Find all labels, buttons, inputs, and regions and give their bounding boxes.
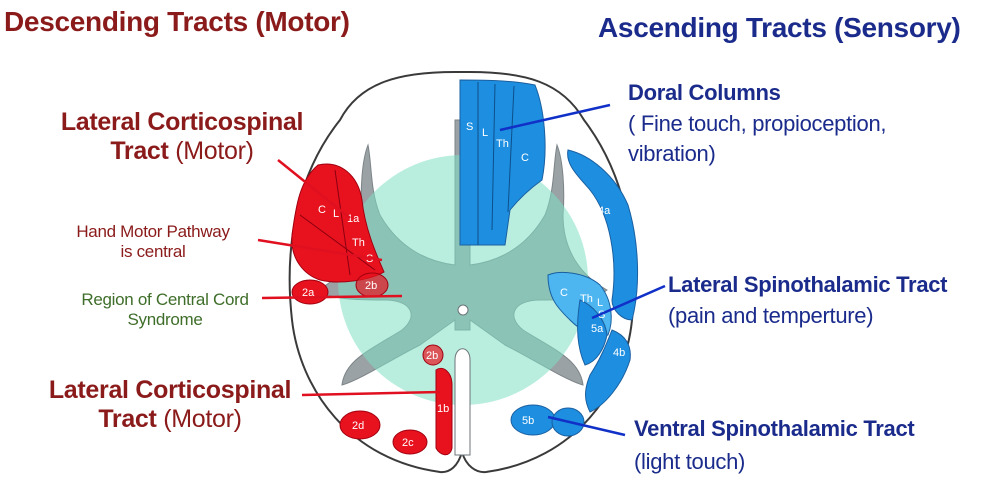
central-cord-syndrome-region	[338, 155, 588, 405]
code-lat-c: C	[560, 287, 568, 299]
label-lateral-spinothalamic: Lateral Spinothalamic Tract (pain and te…	[668, 272, 948, 329]
label-hand-line2: is central	[120, 241, 186, 261]
label-lateral-corticospinal-top: Lateral Corticospinal Tract (Motor)	[52, 108, 312, 166]
dorsal-columns-divider-2	[491, 83, 496, 231]
label-hand-motor-pathway: Hand Motor Pathway is central	[68, 222, 238, 261]
label-region-line2: Syndrome	[127, 309, 203, 329]
leader-ventral-spinothalamic	[547, 415, 626, 437]
label-lct-top-line2: Tract (Motor)	[52, 137, 312, 166]
tract-2b-lower	[422, 344, 444, 366]
tract-5a	[577, 299, 608, 366]
label-central-cord-region: Region of Central Cord Syndrome	[72, 290, 258, 329]
label-lct-top-motor: (Motor)	[168, 136, 254, 165]
dorsal-columns-tract	[459, 79, 546, 246]
label-lateral-st-title: Lateral Spinothalamic Tract	[668, 272, 948, 297]
label-dorsal-title: Doral Columns	[628, 80, 781, 105]
label-lct-bottom-motor: (Motor)	[156, 404, 242, 433]
label-lct-bottom-line1: Lateral Corticospinal	[48, 376, 292, 404]
label-lateral-corticospinal-bottom: Lateral Corticospinal Tract (Motor)	[40, 376, 300, 434]
label-region-line1: Region of Central Cord	[81, 290, 249, 309]
leader-lateral-spinothalamic	[591, 284, 666, 320]
code-lat-th: Th	[580, 293, 593, 305]
label-dorsal-line1: ( Fine touch, propioception,	[628, 111, 887, 137]
code-4b: 4b	[613, 347, 625, 359]
code-2d: 2d	[352, 420, 364, 432]
anterior-median-fissure	[454, 348, 471, 456]
code-4a: 4a	[598, 205, 611, 217]
code-dorsal-l: L	[482, 127, 488, 139]
label-lct-bottom-tract: Tract	[98, 404, 157, 433]
motor-divider-2	[334, 169, 351, 276]
code-red-c: C	[318, 204, 326, 216]
label-lct-bottom-line2: Tract (Motor)	[40, 405, 300, 434]
ascending-tracts-header: Ascending Tracts (Sensory)	[598, 12, 961, 43]
tract-2d	[339, 410, 381, 440]
label-ventral-spinothalamic: Ventral Spinothalamic Tract (light touch…	[634, 416, 915, 475]
code-5b: 5b	[522, 415, 534, 427]
code-dorsal-c: C	[521, 152, 529, 164]
dorsal-columns-divider-3	[507, 85, 515, 213]
label-lct-top-tract: Tract	[110, 136, 169, 165]
leader-dorsal-columns	[499, 103, 611, 132]
code-1b: 1b	[437, 403, 449, 415]
code-5a: 5a	[591, 323, 604, 335]
code-2a: 2a	[302, 287, 315, 299]
code-2b-upper: 2b	[365, 280, 377, 292]
leader-lct-top	[277, 159, 351, 219]
tract-1b	[435, 367, 453, 456]
tract-2c	[392, 429, 428, 455]
label-ventral-st-title: Ventral Spinothalamic Tract	[634, 416, 915, 441]
code-red-th: Th	[352, 237, 365, 249]
label-hand-line1: Hand Motor Pathway	[76, 222, 230, 241]
code-lat-l: L	[597, 297, 603, 309]
code-2b-lower: 2b	[426, 350, 438, 362]
leader-lct-bottom	[301, 390, 441, 397]
tract-4a	[567, 149, 639, 321]
tract-4b	[585, 329, 631, 413]
motor-divider-1	[299, 214, 376, 271]
label-dorsal-line2: vibration)	[628, 140, 716, 166]
label-lct-top-line1: Lateral Corticospinal	[60, 108, 304, 136]
code-red-1a: 1a	[347, 213, 360, 225]
descending-tracts-header: Descending Tracts (Motor)	[4, 6, 350, 37]
code-red-l: L	[333, 208, 339, 220]
label-dorsal-columns: Doral Columns ( Fine touch, propioceptio…	[628, 80, 887, 166]
label-lateral-st-sub: (pain and temperture)	[668, 303, 874, 329]
label-ventral-st-sub: (light touch)	[634, 449, 746, 475]
code-dorsal-s: S	[466, 121, 473, 133]
leader-hand-motor	[257, 238, 383, 262]
code-dorsal-th: Th	[496, 138, 509, 150]
leader-region	[261, 294, 403, 300]
central-canal	[457, 304, 469, 316]
code-2c: 2c	[402, 437, 414, 449]
